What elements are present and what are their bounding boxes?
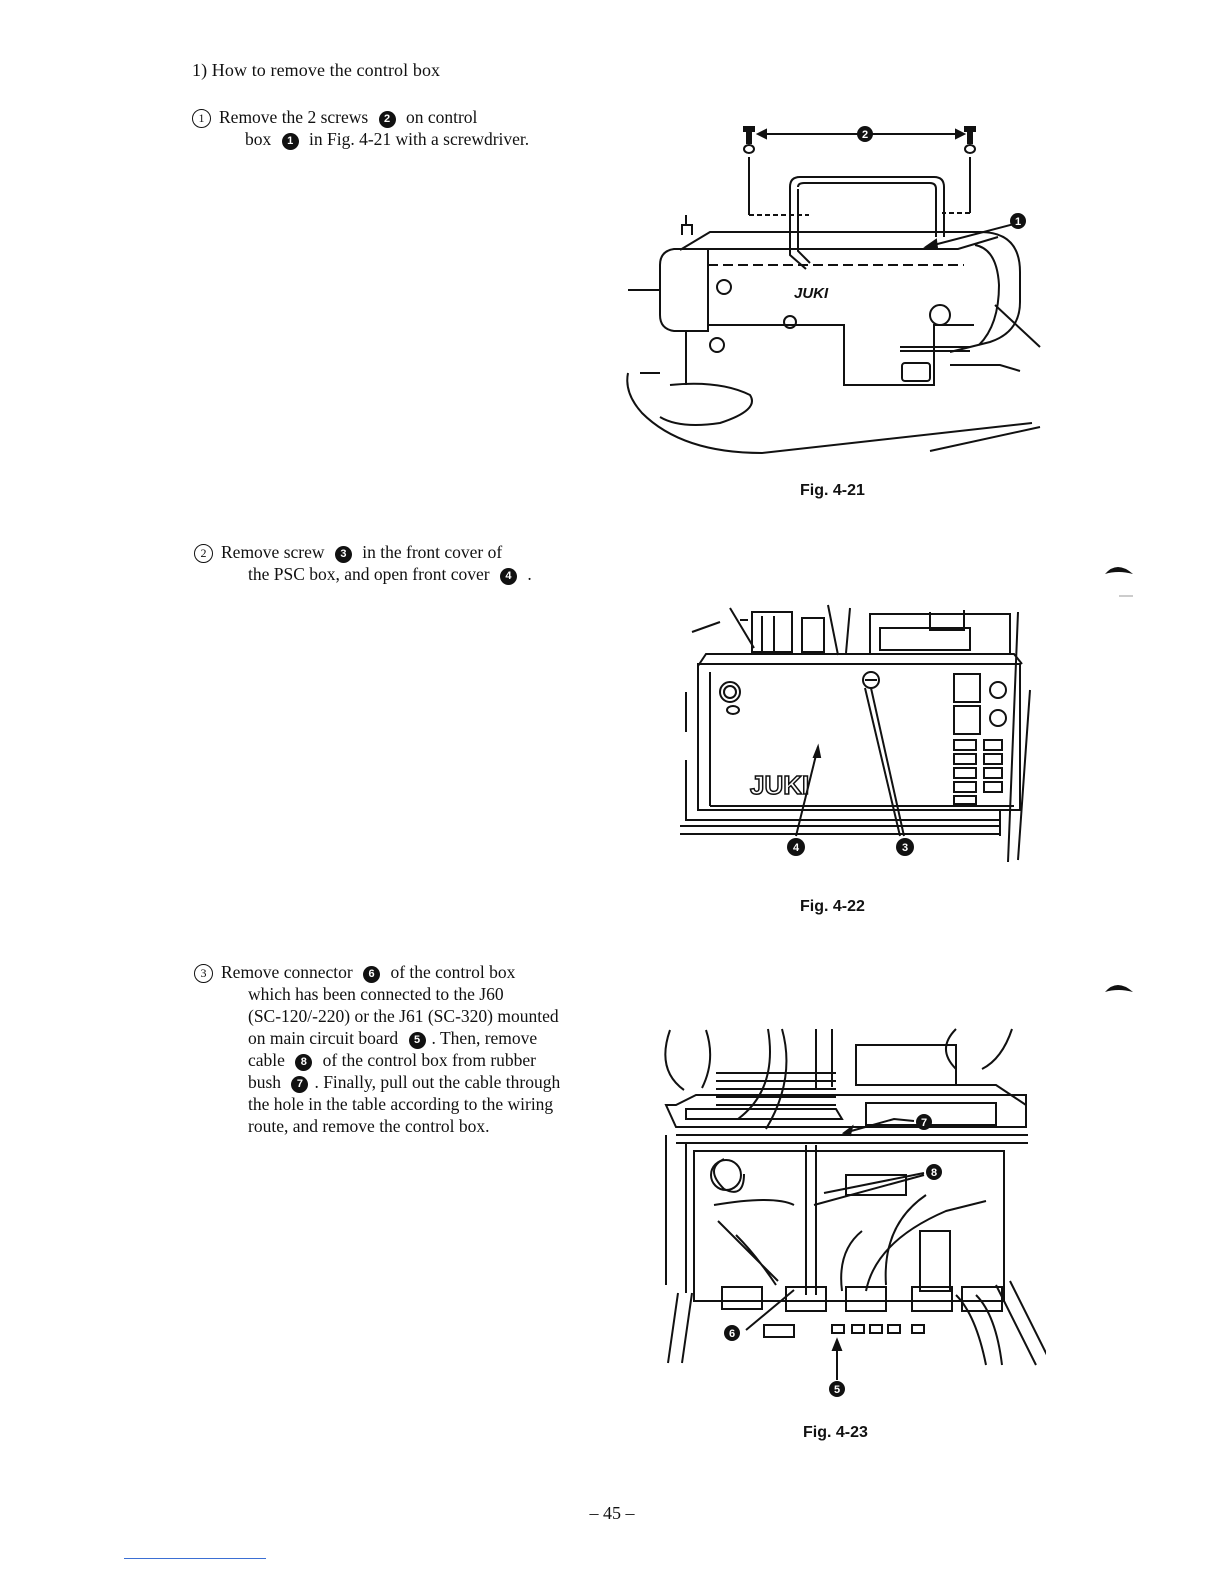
svg-text:6: 6 <box>729 1328 735 1340</box>
svg-text:2: 2 <box>862 129 868 141</box>
callout-2: 2 <box>857 126 873 142</box>
svg-text:5: 5 <box>834 1384 840 1396</box>
callout-badge: 6 <box>363 966 381 983</box>
svg-text:1: 1 <box>1015 216 1021 228</box>
step-3-line-3: (SC-120/-220) or the J61 (SC-320) mounte… <box>248 1006 559 1026</box>
section-heading: 1) How to remove the control box <box>192 60 441 80</box>
step-number: 2 <box>194 544 213 563</box>
callout-badge: 1 <box>281 133 299 150</box>
juki-logo-label: JUKI <box>794 285 829 302</box>
margin-hand-mark-icon <box>1105 985 1133 992</box>
callout-3: 3 <box>896 838 914 856</box>
callout-6: 6 <box>724 1325 740 1341</box>
callout-4: 4 <box>787 838 805 856</box>
svg-text:3: 3 <box>902 842 908 854</box>
page-number: – 45 – <box>589 1503 635 1523</box>
callout-badge: 7 <box>291 1076 309 1093</box>
step-3-line-8: route, and remove the control box. <box>248 1116 490 1136</box>
callout-badge: 8 <box>295 1054 313 1071</box>
step-number: 3 <box>194 964 213 983</box>
figure-4-22-caption: Fig. 4-22 <box>800 898 865 915</box>
margin-hand-mark-icon <box>1105 567 1133 597</box>
figure-4-21-sewing-machine: JUKI 2 1 <box>626 126 1041 455</box>
figure-4-21-caption: Fig. 4-21 <box>800 482 865 499</box>
svg-text:7: 7 <box>921 1117 927 1129</box>
callout-badge: 2 <box>378 111 396 128</box>
figure-4-22-psc-box: JUKI 4 3 <box>680 604 1031 863</box>
step-3-line-2: which has been connected to the J60 <box>248 984 504 1004</box>
callout-8: 8 <box>926 1164 942 1180</box>
callout-badge: 4 <box>499 568 517 585</box>
svg-text:8: 8 <box>931 1167 937 1179</box>
step-number: 1 <box>192 109 211 128</box>
callout-badge: 5 <box>408 1032 426 1049</box>
callout-5: 5 <box>829 1381 845 1397</box>
step-3-line-4: on main circuit board 5. Then, remove <box>248 1028 538 1049</box>
bottom-rule <box>124 1558 266 1559</box>
figure-4-23-caption: Fig. 4-23 <box>803 1424 868 1441</box>
step-3-line-7: the hole in the table according to the w… <box>248 1094 554 1114</box>
callout-7: 7 <box>916 1114 932 1130</box>
step-2-line-2: the PSC box, and open front cover 4 . <box>248 564 532 585</box>
step-3-line-5: cable 8 of the control box from rubber <box>248 1050 537 1071</box>
juki-logo-label: JUKI <box>750 770 809 800</box>
step-1-line-2: box 1 in Fig. 4-21 with a screwdriver. <box>245 129 530 150</box>
callout-1: 1 <box>1010 213 1026 229</box>
step-3-line-6: bush 7. Finally, pull out the cable thro… <box>248 1072 561 1093</box>
figure-4-23-circuit-board: 7 8 6 5 <box>664 1028 1046 1397</box>
callout-badge: 3 <box>334 546 352 563</box>
svg-text:4: 4 <box>793 842 800 854</box>
